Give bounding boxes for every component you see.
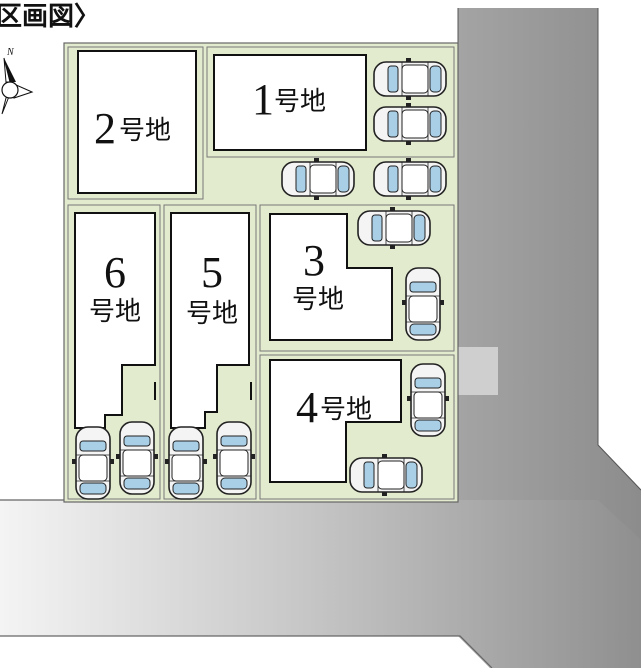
lot-5-suffix: 号地 — [186, 299, 238, 329]
building-lot-3 — [269, 213, 393, 341]
compass-icon: N — [1, 47, 34, 115]
lot-4-number: 4 — [296, 383, 318, 432]
lot-2-suffix: 号地 — [119, 116, 171, 146]
lot-6-number: 6 — [104, 248, 126, 297]
road-south — [0, 500, 641, 668]
lot-4-suffix: 号地 — [320, 395, 372, 425]
lot-2-number: 2 — [94, 104, 116, 153]
lot-3-suffix: 号地 — [292, 285, 344, 315]
lot-label-2: 2 号地 — [94, 104, 171, 153]
lot-6-suffix: 号地 — [89, 297, 141, 327]
compass-north-label: N — [6, 47, 15, 58]
lot-label-6: 6 号地 — [89, 248, 141, 327]
lot-label-1: 1 号地 — [252, 75, 326, 124]
lot-dividers — [67, 46, 455, 500]
lot-1-suffix: 号地 — [274, 87, 326, 117]
utility-pole-box — [458, 347, 498, 395]
lot-label-3: 3 号地 — [292, 236, 344, 315]
lot-label-5: 5 号地 — [186, 248, 238, 329]
building-lot-1 — [213, 54, 367, 151]
page-title: 区画図〉 — [0, 2, 100, 32]
lot-1-number: 1 — [252, 75, 274, 124]
lot-3-number: 3 — [303, 236, 325, 285]
building-lot-4 — [269, 359, 402, 483]
building-lot-2 — [77, 50, 197, 194]
lot-5-number: 5 — [201, 248, 223, 297]
lot-label-4: 4 号地 — [296, 383, 372, 432]
